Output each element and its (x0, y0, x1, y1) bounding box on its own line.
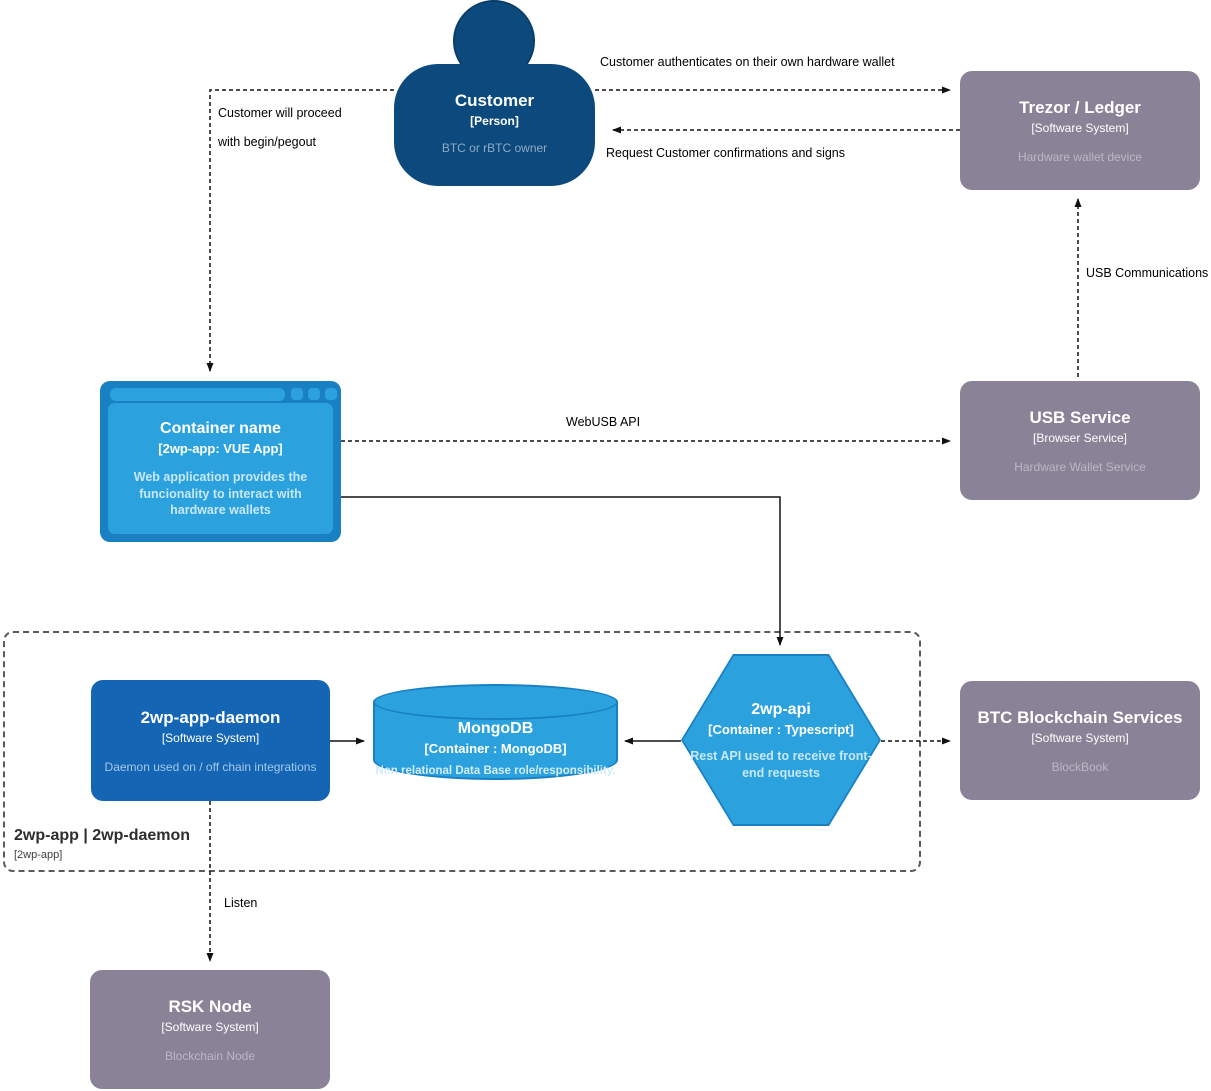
browser-button-icon (291, 388, 303, 400)
hexagon-text: 2wp-api [Container : Typescript] Rest AP… (681, 654, 881, 826)
node-desc: Rest API used to receive front-end reque… (690, 749, 872, 780)
edge-label-usb-communications: USB Communications (1086, 266, 1209, 280)
node-meta: [Software System] (161, 1019, 259, 1034)
boundary-meta: [2wp-app] (14, 849, 63, 861)
node-desc: Non relational Data Base role/responsibi… (375, 765, 616, 778)
node-title: USB Service (1029, 408, 1131, 427)
node-meta: [Container : Typescript] (708, 722, 854, 738)
node-meta: [Browser Service] (1032, 430, 1128, 445)
node-title: Customer (454, 91, 535, 110)
edge-label-listen: Listen (224, 896, 258, 910)
node-desc: Daemon used on / off chain integrations (104, 759, 317, 774)
node-meta: [Container : MongoDB] (424, 741, 567, 757)
boundary-title: 2wp-app | 2wp-daemon (14, 827, 191, 844)
node-title: RSK Node (168, 997, 252, 1016)
edge-webapp-to-api (341, 496, 784, 646)
database-text: MongoDB [Container : MongoDB] Non relati… (373, 684, 618, 798)
edge-label-proceed-line2: with begin/pegout (218, 135, 316, 149)
edge-label-authenticate: Customer authenticates on their own hard… (600, 55, 895, 69)
node-meta: [Software System] (161, 730, 260, 745)
edge-label-proceed-line1: Customer will proceed (218, 106, 342, 120)
node-trezor-ledger: Trezor / Ledger [Software System] Hardwa… (960, 71, 1200, 190)
node-title: Container name (160, 420, 281, 437)
node-meta: [Person] (470, 113, 519, 128)
edge-customer-to-webapp (206, 89, 394, 372)
node-meta: [Software System] (1031, 120, 1129, 135)
node-2wp-api: 2wp-api [Container : Typescript] Rest AP… (681, 654, 881, 826)
node-title: 2wp-api (751, 701, 811, 718)
node-desc: Hardware wallet device (1017, 149, 1143, 164)
browser-content-panel: Container name [2wp-app: VUE App] Web ap… (108, 403, 333, 534)
node-mongodb: MongoDB [Container : MongoDB] Non relati… (373, 684, 618, 798)
browser-address-bar (110, 388, 285, 401)
node-2wp-app-daemon: 2wp-app-daemon [Software System] Daemon … (91, 680, 330, 801)
database-cylinder-top (373, 684, 618, 720)
node-title: 2wp-app-daemon (140, 708, 281, 727)
node-meta: [2wp-app: VUE App] (158, 441, 283, 457)
node-customer: Customer [Person] BTC or rBTC owner (394, 0, 595, 186)
node-usb-service: USB Service [Browser Service] Hardware W… (960, 381, 1200, 500)
node-title: MongoDB (457, 720, 534, 737)
node-desc: Hardware Wallet Service (1014, 459, 1146, 474)
node-title: Trezor / Ledger (1019, 98, 1141, 117)
edge-label-confirmations: Request Customer confirmations and signs (606, 146, 846, 160)
boundary-2wp-app: 2wp-app | 2wp-daemon [2wp-app] (3, 631, 921, 872)
browser-button-icon (308, 388, 320, 400)
node-2wp-app-webapp: Container name [2wp-app: VUE App] Web ap… (100, 381, 341, 542)
node-desc: Blockchain Node (164, 1048, 256, 1063)
person-body: Customer [Person] BTC or rBTC owner (394, 64, 595, 186)
node-btc-blockchain-services: BTC Blockchain Services [Software System… (960, 681, 1200, 800)
node-desc: BTC or rBTC owner (441, 140, 548, 155)
node-rsk-node: RSK Node [Software System] Blockchain No… (90, 970, 330, 1089)
node-desc: Web application provides the funcionalit… (133, 470, 308, 517)
browser-button-icon (325, 388, 337, 400)
node-meta: [Software System] (1031, 730, 1129, 745)
edge-label-webusb-api: WebUSB API (566, 415, 641, 429)
node-desc: BlockBook (1051, 759, 1109, 774)
node-title: BTC Blockchain Services (977, 708, 1183, 727)
